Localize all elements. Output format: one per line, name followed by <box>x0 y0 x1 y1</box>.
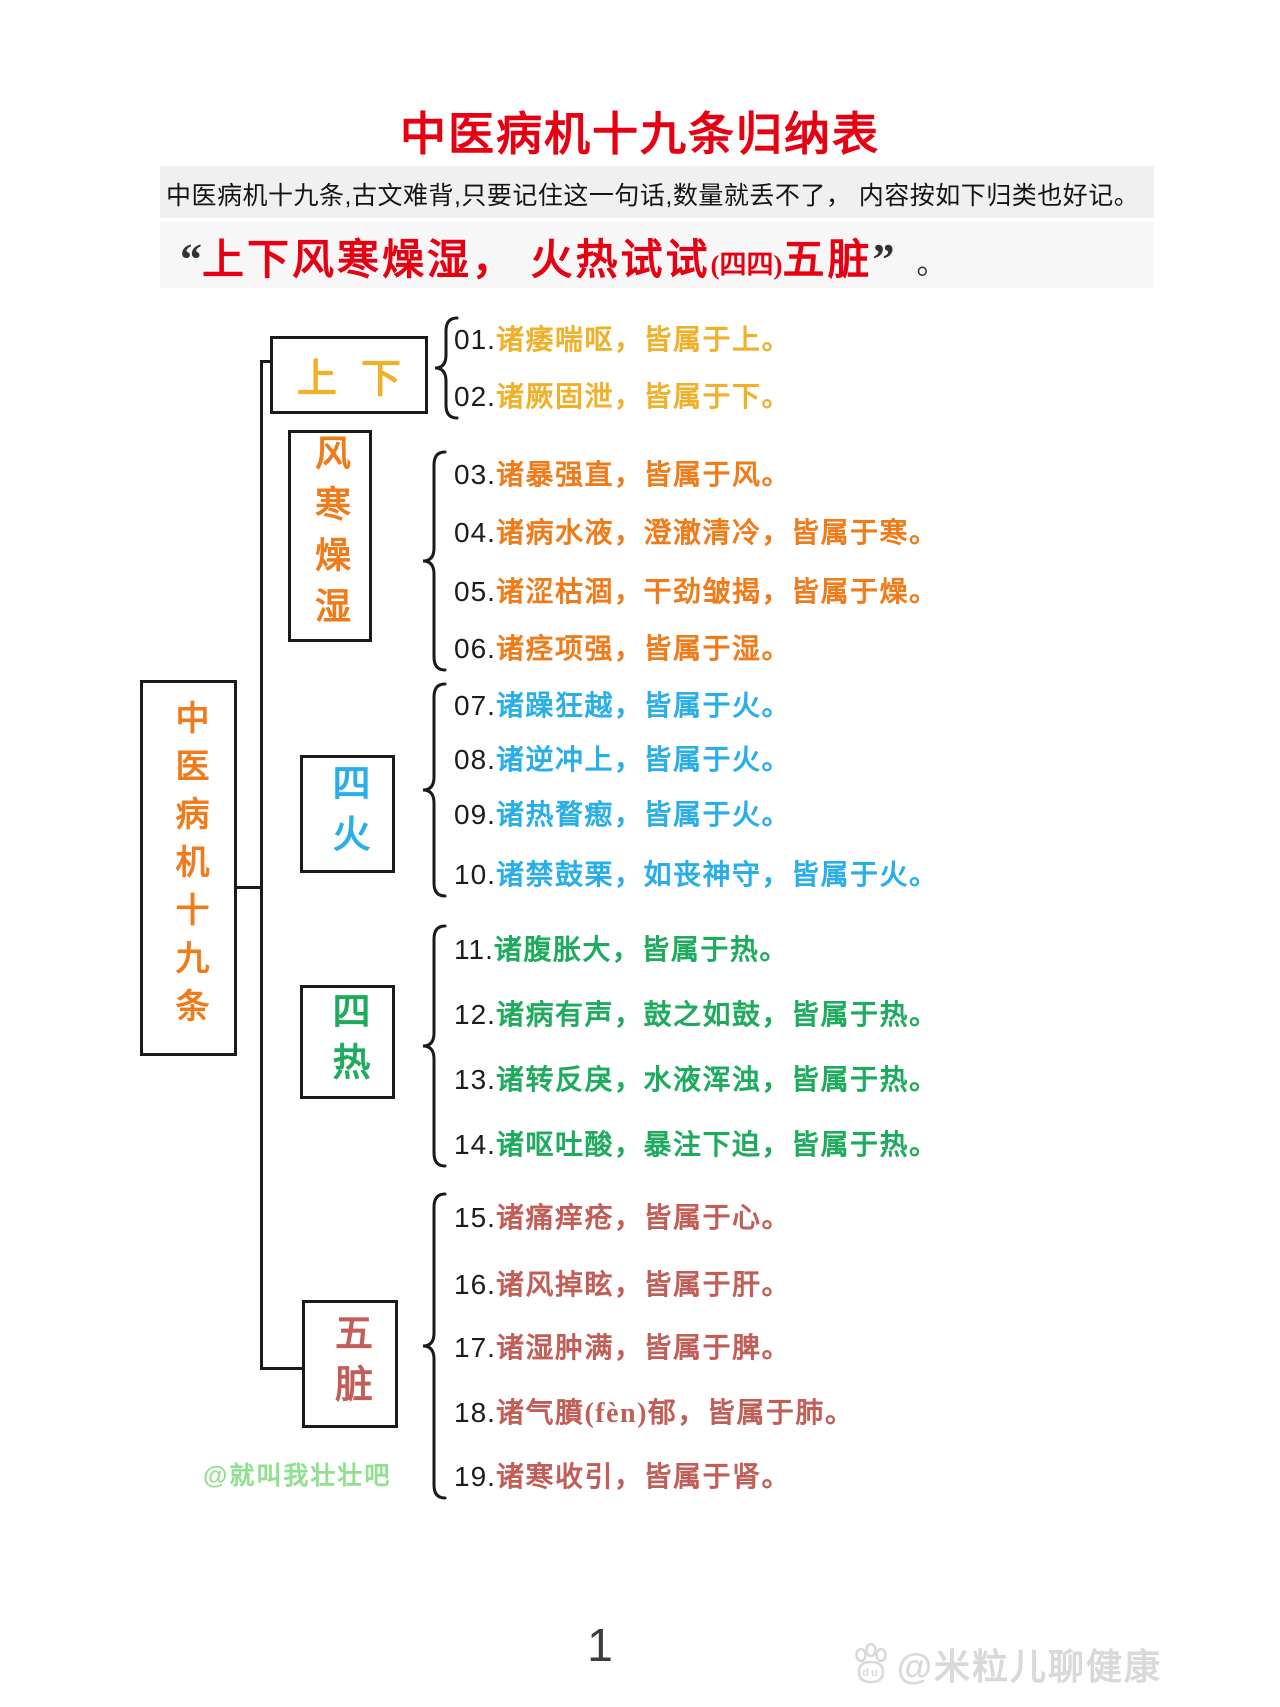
item-text: 诸痛痒疮，皆属于心。 <box>495 1203 791 1234</box>
category-label: 风寒燥湿 <box>310 434 350 638</box>
item-row-19: 19.诸寒收引，皆属于肾。 <box>454 1456 791 1498</box>
baidu-paw-icon: du <box>849 1642 893 1686</box>
item-number: 10. <box>454 859 496 890</box>
quote-paren: (四四) <box>710 250 783 280</box>
root-box-bingji-19: 中医病机十九条 <box>140 680 237 1056</box>
item-row-15: 15.诸痛痒疮，皆属于心。 <box>454 1197 791 1239</box>
category-box-5: 五脏 <box>302 1300 398 1428</box>
left-watermark: @就叫我壮壮吧 <box>203 1462 392 1490</box>
quote-text-left: 上下风寒燥湿， 火热试试 <box>202 238 711 284</box>
item-text: 诸禁鼓栗，如丧神守，皆属于火。 <box>495 860 939 891</box>
item-number: 19. <box>454 1461 496 1492</box>
item-row-11: 11.诸腹胀大，皆属于热。 <box>454 929 789 971</box>
category-label: 四火 <box>326 763 368 865</box>
category-box-3: 四火 <box>300 755 395 873</box>
item-row-14: 14.诸呕吐酸，暴注下迫，皆属于热。 <box>454 1124 938 1166</box>
item-row-18: 18.诸气膹(fèn)郁，皆属于肺。 <box>454 1392 854 1434</box>
item-text: 诸呕吐酸，暴注下迫，皆属于热。 <box>495 1130 939 1161</box>
item-row-03: 03.诸暴强直，皆属于风。 <box>454 454 791 496</box>
item-row-08: 08.诸逆冲上，皆属于火。 <box>454 739 791 781</box>
item-row-12: 12.诸病有声，鼓之如鼓，皆属于热。 <box>454 994 938 1036</box>
tree-spine-line <box>260 360 263 1370</box>
item-text: 诸气膹(fèn)郁，皆属于肺。 <box>495 1398 855 1429</box>
item-row-02: 02.诸厥固泄，皆属于下。 <box>454 376 791 418</box>
category-label: 上下 <box>297 356 425 401</box>
root-connector <box>236 886 262 889</box>
category-box-1: 上下 <box>270 336 428 414</box>
item-number: 08. <box>454 744 496 775</box>
item-text: 诸痉项强，皆属于湿。 <box>495 634 791 665</box>
item-number: 15. <box>454 1202 496 1233</box>
item-text: 诸逆冲上，皆属于火。 <box>495 745 791 776</box>
group-brace <box>422 1192 447 1500</box>
right-watermark: du @米粒儿聊健康 <box>849 1638 1162 1690</box>
spine-top-stub <box>260 360 272 363</box>
item-number: 14. <box>454 1129 496 1160</box>
group-brace <box>422 450 447 672</box>
item-text: 诸暴强直，皆属于风。 <box>495 460 791 491</box>
item-text: 诸厥固泄，皆属于下。 <box>495 382 791 413</box>
item-row-10: 10.诸禁鼓栗，如丧神守，皆属于火。 <box>454 854 938 896</box>
quote-band <box>160 222 1154 288</box>
item-number: 02. <box>454 381 496 412</box>
quote-period: 。 <box>916 248 947 281</box>
subtitle-text: 中医病机十九条,古文难背,只要记住这一句话,数量就丢不了， 内容按如下归类也好记… <box>166 182 1140 210</box>
item-number: 04. <box>454 517 496 548</box>
subtitle-band <box>160 166 1154 218</box>
item-row-13: 13.诸转反戾，水液浑浊，皆属于热。 <box>454 1059 938 1101</box>
item-row-16: 16.诸风掉眩，皆属于肝。 <box>454 1264 791 1306</box>
right-watermark-text: @米粒儿聊健康 <box>896 1646 1162 1687</box>
item-text: 诸躁狂越，皆属于火。 <box>495 691 791 722</box>
item-text: 诸湿肿满，皆属于脾。 <box>495 1333 791 1364</box>
item-number: 09. <box>454 799 496 830</box>
item-text: 诸风掉眩，皆属于肝。 <box>495 1270 791 1301</box>
quote-open-mark: “ <box>180 235 202 284</box>
item-number: 12. <box>454 999 496 1030</box>
item-text: 诸热瞀瘛，皆属于火。 <box>495 800 791 831</box>
item-text: 诸病有声，鼓之如鼓，皆属于热。 <box>495 1000 939 1031</box>
root-box-label: 中医病机十九条 <box>170 700 207 1036</box>
item-text: 诸痿喘呕，皆属于上。 <box>495 325 791 356</box>
group-brace <box>422 924 447 1168</box>
quote-text-right: 五脏 <box>782 238 873 284</box>
page-number: 1 <box>587 1619 613 1671</box>
item-number: 18. <box>454 1397 496 1428</box>
item-row-07: 07.诸躁狂越，皆属于火。 <box>454 685 791 727</box>
item-number: 13. <box>454 1064 496 1095</box>
item-number: 17. <box>454 1332 496 1363</box>
item-number: 01. <box>454 324 496 355</box>
page-title: 中医病机十九条归纳表 <box>400 109 880 160</box>
item-number: 16. <box>454 1269 496 1300</box>
category-label: 五脏 <box>328 1313 371 1415</box>
spine-bottom-stub <box>260 1367 304 1370</box>
mnemonic-quote: “上下风寒燥湿， 火热试试(四四)五脏” 。 <box>180 226 1180 287</box>
baidu-du-label: du <box>862 1667 879 1679</box>
item-row-09: 09.诸热瞀瘛，皆属于火。 <box>454 794 791 836</box>
item-number: 03. <box>454 459 496 490</box>
item-row-01: 01.诸痿喘呕，皆属于上。 <box>454 319 791 361</box>
item-number: 06. <box>454 633 496 664</box>
group-brace <box>434 316 459 420</box>
item-row-04: 04.诸病水液，澄澈清冷，皆属于寒。 <box>454 512 938 554</box>
item-text: 诸涩枯涸，干劲皱揭，皆属于燥。 <box>495 577 939 608</box>
quote-close-mark: ” <box>872 235 895 284</box>
item-text: 诸转反戾，水液浑浊，皆属于热。 <box>495 1065 939 1096</box>
item-number: 05. <box>454 576 496 607</box>
item-row-17: 17.诸湿肿满，皆属于脾。 <box>454 1327 791 1369</box>
category-box-2: 风寒燥湿 <box>288 430 372 642</box>
item-row-06: 06.诸痉项强，皆属于湿。 <box>454 628 791 670</box>
group-brace <box>422 682 447 898</box>
item-text: 诸病水液，澄澈清冷，皆属于寒。 <box>495 518 939 549</box>
item-text: 诸腹胀大，皆属于热。 <box>493 935 789 966</box>
category-box-4: 四热 <box>300 985 395 1099</box>
item-text: 诸寒收引，皆属于肾。 <box>495 1462 791 1493</box>
item-number: 11. <box>454 934 494 965</box>
category-label: 四热 <box>326 991 368 1093</box>
item-row-05: 05.诸涩枯涸，干劲皱揭，皆属于燥。 <box>454 571 938 613</box>
item-number: 07. <box>454 690 496 721</box>
